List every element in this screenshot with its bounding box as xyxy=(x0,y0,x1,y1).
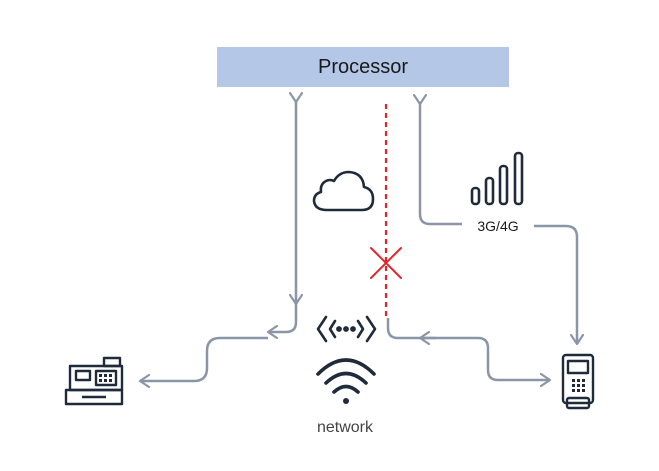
wireless-beacon-icon xyxy=(316,315,377,343)
signal-bars-icon xyxy=(470,151,524,206)
cellular-connector xyxy=(420,104,462,226)
network-label: network xyxy=(316,419,374,436)
cellular-label: 3G/4G xyxy=(477,218,519,234)
network-to-register-connector xyxy=(268,304,298,332)
cellular-to-terminal-connector xyxy=(534,224,577,344)
card-terminal-icon xyxy=(561,353,595,410)
wifi-icon xyxy=(316,358,376,404)
processor-label: Processor xyxy=(317,55,409,78)
cloud-icon xyxy=(312,170,375,212)
terminal-network-connector xyxy=(386,318,550,380)
register-link-connector xyxy=(140,336,268,381)
cash-register-icon xyxy=(64,356,124,406)
blocked-x-icon xyxy=(370,247,402,279)
processor-box: Processor xyxy=(217,47,509,87)
